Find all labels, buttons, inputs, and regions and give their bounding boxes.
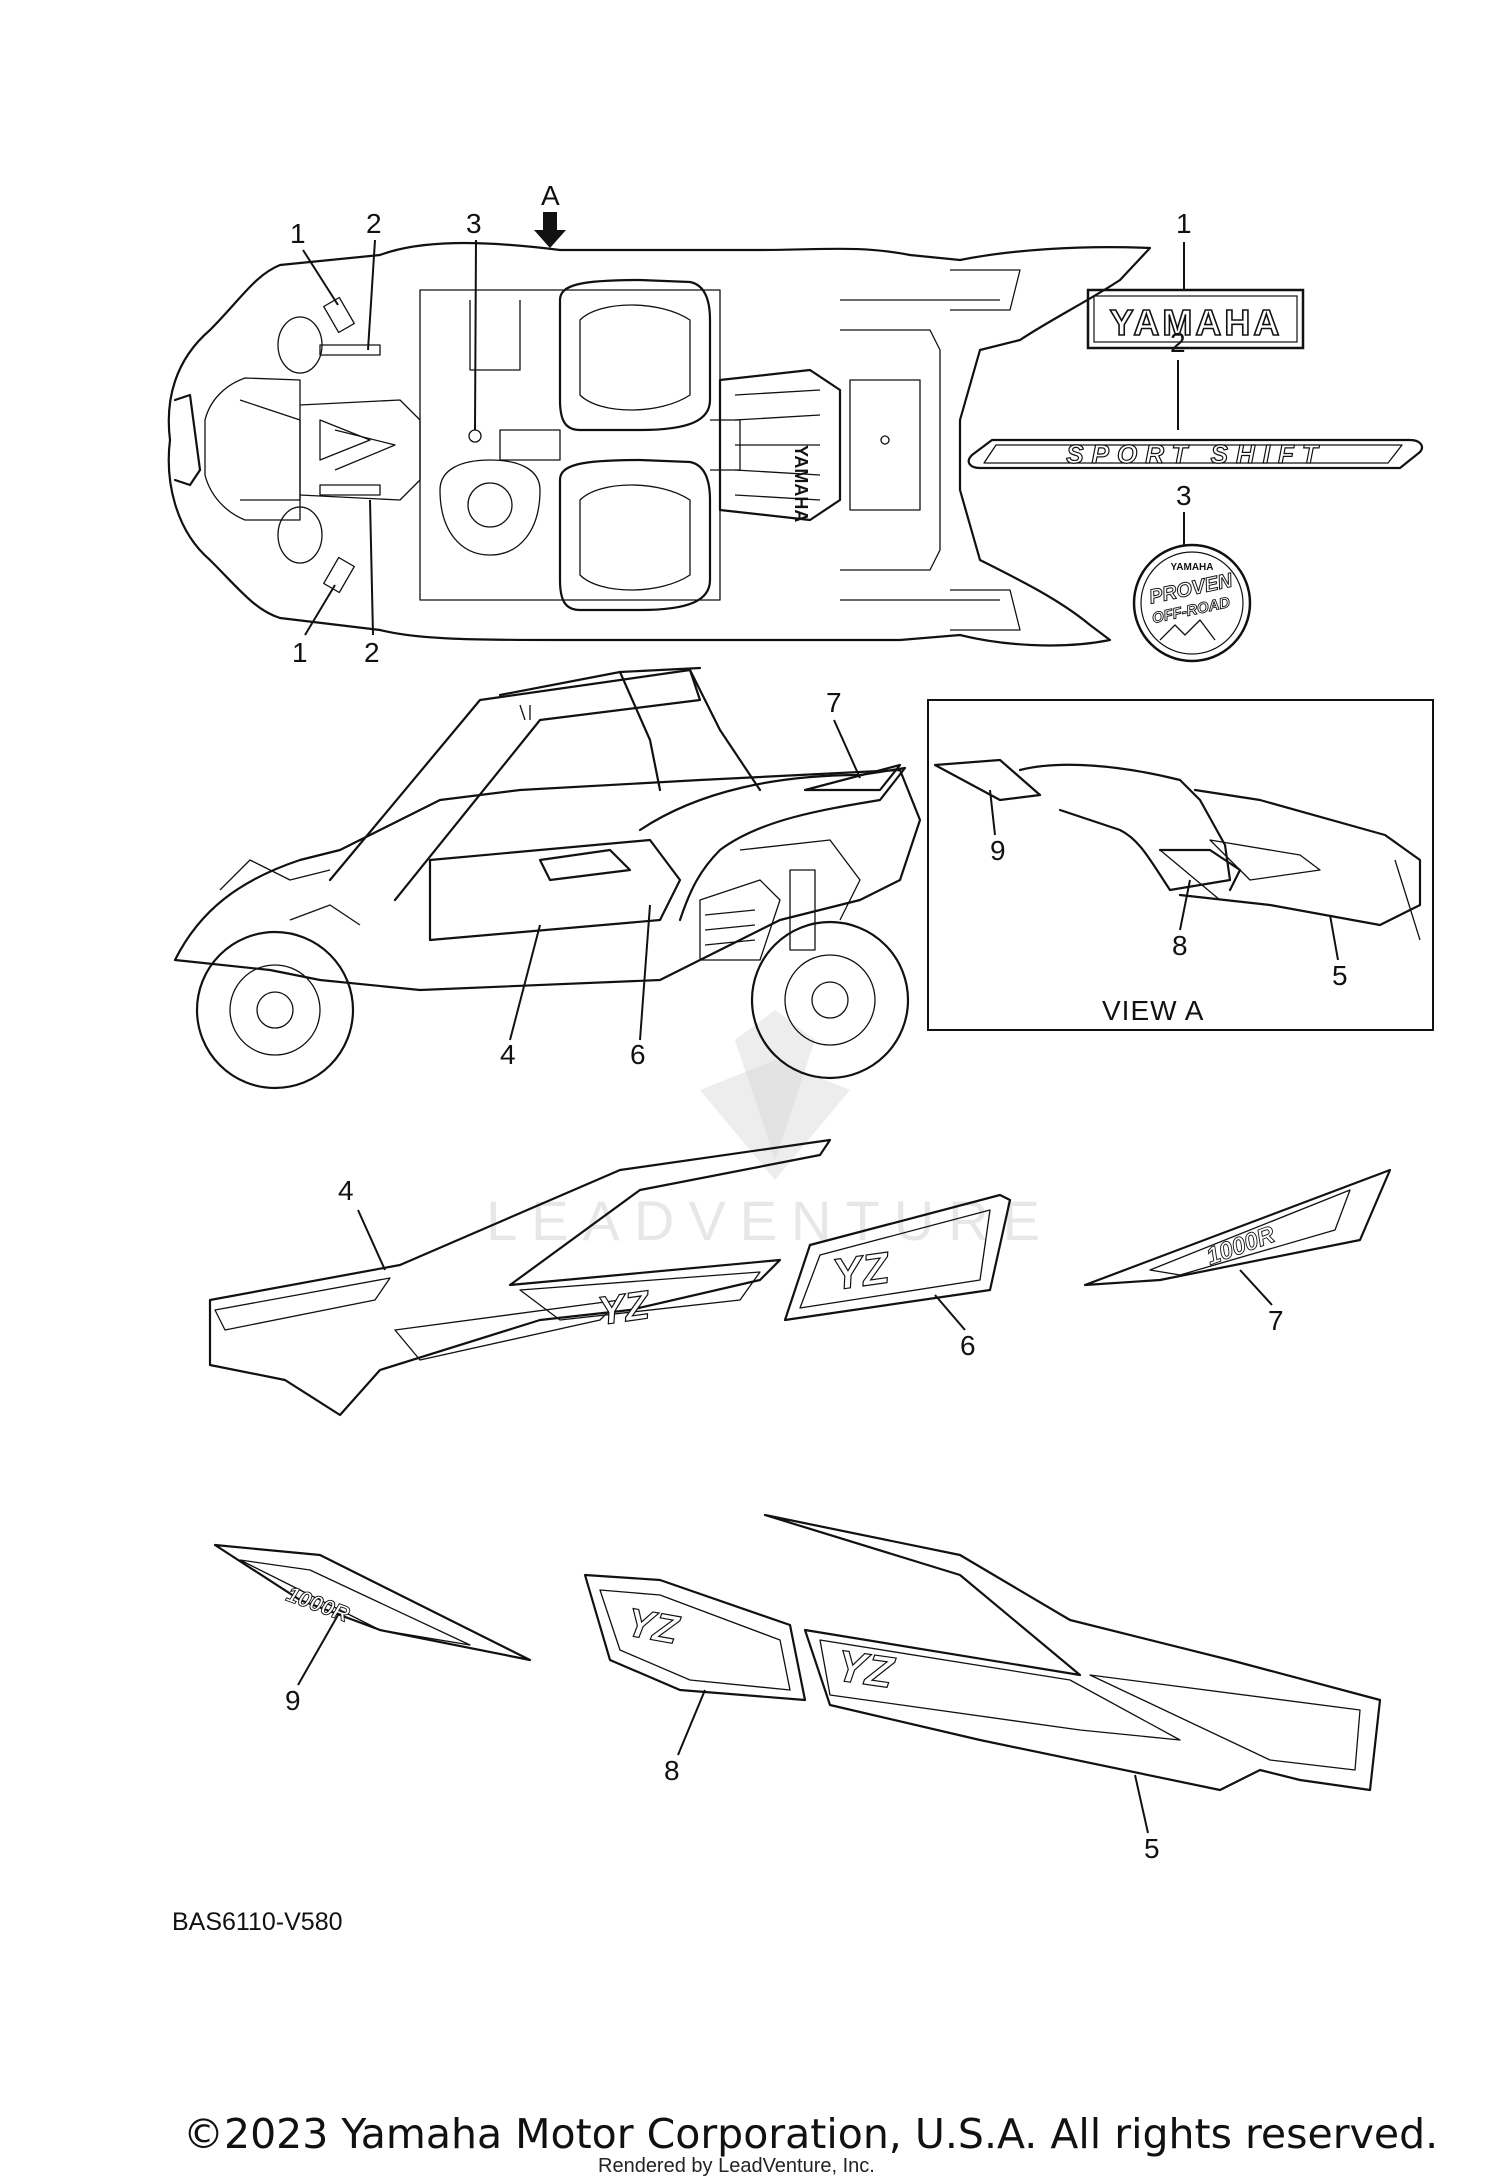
callout-part-6: 6 [960, 1330, 976, 1361]
callout-top-1b: 1 [292, 637, 308, 668]
diagram-part-code: BAS6110-V580 [172, 1908, 343, 1936]
vehicle-side-view [173, 666, 922, 1090]
callout-part-4: 4 [338, 1175, 354, 1206]
callout-top-1a: 1 [290, 218, 306, 249]
decal-5-right-side: YZ 5 [763, 1513, 1382, 1864]
decal-9-model-text: 1000R [283, 1581, 353, 1627]
callout-view-5: 5 [1332, 960, 1348, 991]
decal-yamaha-text: YAMAHA [1110, 302, 1283, 343]
callout-top-3: 3 [466, 208, 482, 239]
callout-view-8: 8 [1172, 930, 1188, 961]
vehicle-top-view: YAMAHA [167, 241, 1152, 647]
view-a-arrow [534, 212, 566, 248]
decal-9: 1000R 9 [213, 1543, 532, 1716]
view-a-panel: VIEW A 9 8 5 [927, 699, 1434, 1031]
view-arrow-letter: A [541, 180, 560, 211]
callout-side-6: 6 [630, 1039, 646, 1070]
decal-8: YZ 8 [583, 1573, 807, 1786]
copyright-notice: ©2023 Yamaha Motor Corporation, U.S.A. A… [183, 2110, 1438, 2158]
svg-text:YZ: YZ [623, 1601, 683, 1653]
callout-top-2b: 2 [364, 637, 380, 668]
callout-part-9: 9 [285, 1685, 301, 1716]
decal-4-left-side: YZ 4 [208, 1138, 832, 1417]
decal-7: 1000R 7 [1083, 1168, 1392, 1336]
callout-decal-1: 1 [1176, 208, 1192, 239]
callout-side-4: 4 [500, 1039, 516, 1070]
rendered-by-notice: Rendered by LeadVenture, Inc. [598, 2155, 875, 2176]
view-a-label: VIEW A [1102, 995, 1204, 1026]
leadventure-watermark: LEADVENTURE [486, 1010, 1054, 1252]
callout-decal-3: 3 [1176, 480, 1192, 511]
decal-3-proven-off-road-badge: 3 YAMAHA PROVEN OFF-ROAD [1132, 480, 1252, 663]
callout-part-7: 7 [1268, 1305, 1284, 1336]
svg-text:YAMAHA: YAMAHA [791, 445, 811, 522]
top-view-callouts: 1 2 3 1 2 A [290, 180, 566, 668]
watermark-text: LEADVENTURE [486, 1189, 1054, 1252]
svg-text:YZ: YZ [830, 1243, 895, 1300]
side-view-callouts: 7 4 6 [500, 687, 861, 1070]
callout-top-2a: 2 [366, 208, 382, 239]
callout-view-9: 9 [990, 835, 1006, 866]
callout-decal-2: 2 [1170, 327, 1186, 358]
svg-text:YZ: YZ [595, 1283, 653, 1334]
decal-sport-shift-text: SPORT SHIFT [1066, 439, 1325, 469]
decal-2-sport-shift: 2 SPORT SHIFT [967, 327, 1424, 470]
svg-text:YZ: YZ [834, 1641, 899, 1698]
decal-6: YZ 6 [783, 1193, 1012, 1361]
callout-part-5: 5 [1144, 1833, 1160, 1864]
callout-side-7: 7 [826, 687, 842, 718]
badge-top-text: YAMAHA [1171, 562, 1214, 573]
callout-part-8: 8 [664, 1755, 680, 1786]
decal-1-yamaha-emblem: 1 YAMAHA [1086, 208, 1305, 350]
